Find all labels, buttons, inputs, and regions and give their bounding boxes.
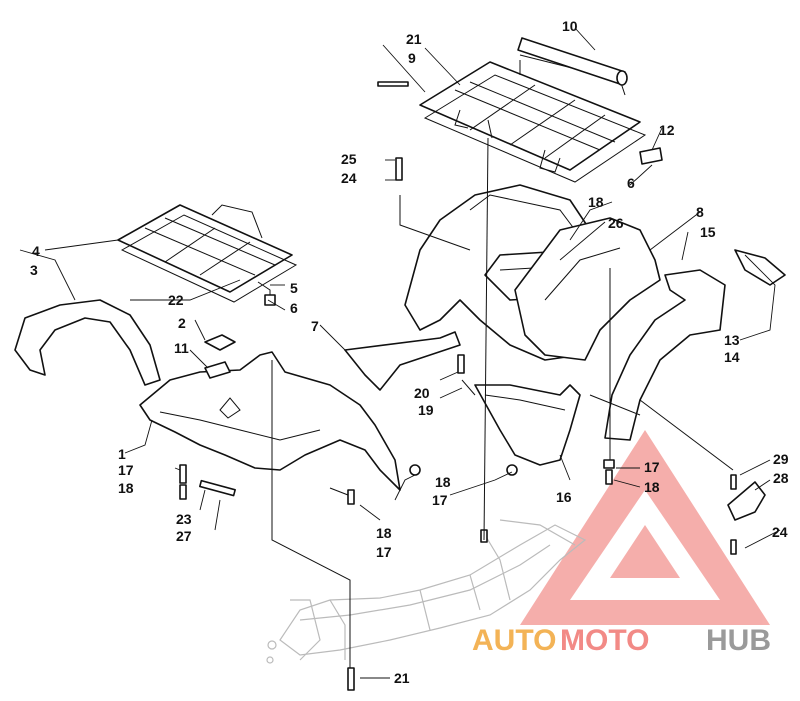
callout-13: 13 [724,332,740,348]
watermark-text-auto: AUTO [472,624,556,657]
callout-9: 9 [408,50,416,66]
callout-28: 28 [773,470,789,486]
callout-labels: 1 2 3 4 5 6 6 7 8 9 10 11 12 13 14 15 16… [30,18,789,686]
front-fender-3 [14,299,161,386]
mud-flap-13 [604,269,726,441]
watermark-text-hub: HUB [706,624,771,657]
bracket-12 [639,147,663,165]
callout-1: 1 [118,446,126,462]
callout-29: 29 [773,451,789,467]
callout-27: 27 [176,528,192,544]
grommet-11 [204,361,231,379]
callout-18e: 18 [588,194,604,210]
leader-lines [19,27,781,679]
side-panel-7 [344,331,461,391]
callout-18b: 18 [435,474,451,490]
bracket-28 [727,481,766,521]
callout-24b: 24 [772,524,788,540]
callout-21a: 21 [406,31,422,47]
callout-22: 22 [168,292,184,308]
front-rack [117,204,298,303]
watermark-text-moto: MOTO [560,624,649,657]
callout-19: 19 [418,402,434,418]
callout-17d: 17 [644,459,660,475]
callout-6b: 6 [627,175,635,191]
callout-16: 16 [556,489,572,505]
guard-16 [474,384,581,466]
callout-18c: 18 [376,525,392,541]
callout-14: 14 [724,349,740,365]
cap-2 [204,334,236,351]
callout-17a: 17 [118,462,134,478]
callout-18a: 18 [118,480,134,496]
callout-25: 25 [341,151,357,167]
callout-15: 15 [700,224,716,240]
callout-17c: 17 [376,544,392,560]
callout-21b: 21 [394,670,410,686]
rear-fender-8 [514,217,661,361]
callout-18d: 18 [644,479,660,495]
callout-11: 11 [174,340,189,356]
callout-20: 20 [414,385,430,401]
callout-17b: 17 [432,492,448,508]
callout-12: 12 [659,122,675,138]
callout-3: 3 [30,262,38,278]
callout-8: 8 [696,204,704,220]
callout-6a: 6 [290,300,298,316]
vehicle-frame [266,519,587,664]
callout-2: 2 [178,315,186,331]
callout-5: 5 [290,280,298,296]
callout-23: 23 [176,511,192,527]
watermark-logo [520,430,770,625]
callout-24a: 24 [341,170,357,186]
assembly-lines [271,137,734,668]
watermark-text: AUTO MOTO HUB [472,624,771,657]
bracket-15 [734,249,786,286]
callout-26: 26 [608,215,624,231]
callout-4: 4 [32,243,40,259]
rear-rack [419,54,647,183]
callout-10: 10 [562,18,578,34]
rack-pad [517,37,628,86]
callout-7: 7 [311,318,319,334]
fasteners [179,81,737,691]
